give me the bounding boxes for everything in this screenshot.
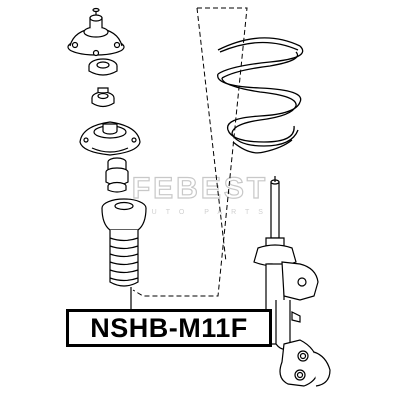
watermark: FEBEST AUTO PARTS xyxy=(131,171,272,216)
part-number-label: NSHB-M11F xyxy=(66,309,272,347)
strut-mount xyxy=(67,7,125,57)
mount-washer xyxy=(88,58,118,76)
strut-assembly xyxy=(253,176,331,387)
watermark-text: FEBEST xyxy=(132,172,268,205)
part-number-text: NSHB-M11F xyxy=(90,312,248,343)
dust-boot xyxy=(101,198,147,287)
dashed-group-outline xyxy=(132,7,248,297)
coil-spring xyxy=(217,37,304,154)
watermark-subtitle: AUTO PARTS xyxy=(138,209,272,216)
bump-stop xyxy=(105,157,129,193)
dashed-leader-top xyxy=(196,7,227,263)
bearing-plate xyxy=(79,121,141,156)
mount-nut xyxy=(91,87,115,108)
